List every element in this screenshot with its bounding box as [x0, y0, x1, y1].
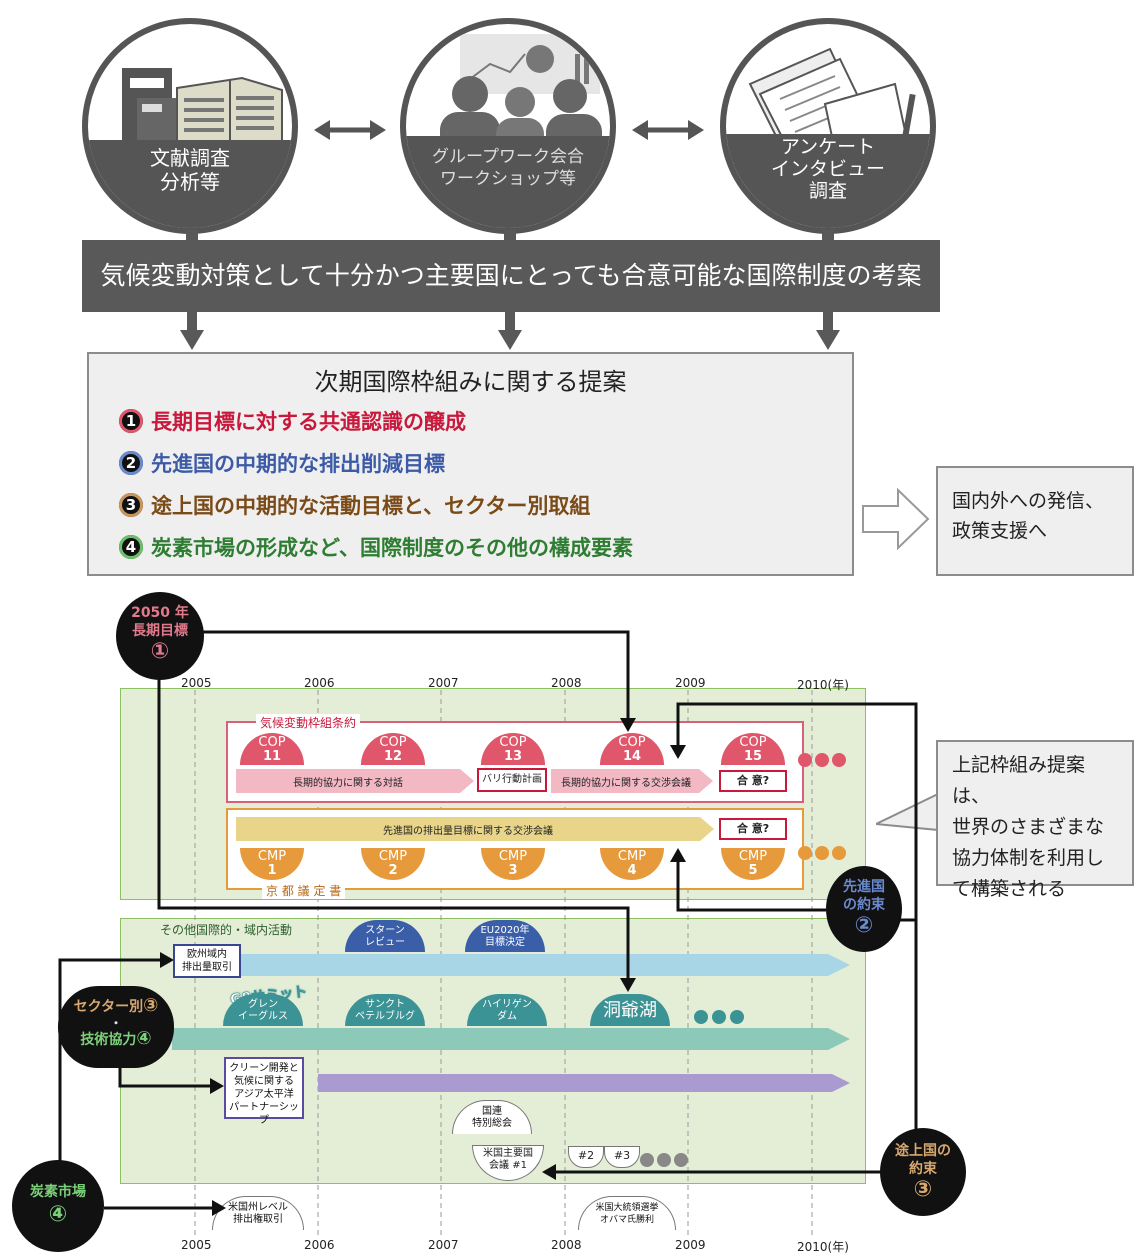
callout-note: 上記枠組み提案は、世界のさまざまな 協力体制を利用して構築される: [936, 740, 1134, 900]
stern-review: スターン レビュー: [345, 920, 425, 952]
banner: 気候変動対策として十分かつ主要国にとっても合意可能な国際制度の考案: [82, 240, 940, 312]
method-literature-label: 文献調査分析等: [88, 140, 292, 228]
cop-more-dot-2: [815, 753, 829, 767]
year-top-2005: 2005: [181, 676, 212, 690]
output-arrow: [862, 488, 930, 550]
proposal-item-2: 2 先進国の中期的な排出削減目標: [119, 448, 445, 478]
method-groupwork-label: グループワーク会合ワークショップ等: [406, 136, 610, 228]
cop-agree: 合 意?: [719, 770, 787, 792]
cmp-more-dot-2: [815, 846, 829, 860]
other-label: その他国際的・域内活動: [160, 923, 293, 937]
year-bottom-2007: 2007: [428, 1238, 459, 1252]
awg-arrow: [551, 769, 713, 793]
down-arrow-2: [498, 312, 522, 350]
double-arrow-left: [314, 120, 386, 140]
year-top-2008: 2008: [551, 676, 582, 690]
connector-2: [504, 230, 516, 242]
mem-more-dot-2: [657, 1153, 671, 1167]
dialogue-arrow: [236, 769, 474, 793]
cmp-agree: 合 意?: [719, 818, 787, 840]
year-bottom-2010: 2010(年): [797, 1240, 849, 1254]
app-arrow: [318, 1074, 850, 1092]
connector-1: [186, 230, 198, 242]
mem-2: #2: [568, 1146, 604, 1168]
proposal-title: 次期国際枠組みに関する提案: [314, 368, 627, 396]
proposal-box: 次期国際枠組みに関する提案 1 長期目標に対する共通認識の醸成 2 先進国の中期…: [87, 352, 854, 576]
year-top-2010: 2010(年): [797, 678, 849, 692]
g8-toyako: 洞爺湖: [590, 994, 670, 1026]
dialogue-label: 長期的協力に関する対話: [293, 778, 403, 789]
developed-commit-node: 先進国 の約束 ②: [826, 866, 902, 952]
sector-coop-node: セクター別③ ・ 技術協力④: [58, 986, 174, 1068]
g8-st-petersburg: サンクト ペテルブルグ: [345, 994, 425, 1026]
g8-gleneagles: グレン イーグルス: [223, 994, 303, 1026]
g8-more-dot-2: [712, 1010, 726, 1024]
carbon-market-node: 炭素市場 ④: [12, 1160, 104, 1252]
long-term-goal-node: 2050 年 長期目標 ①: [116, 592, 204, 680]
kyoto-negotiation-arrow: [236, 817, 714, 841]
eu-2020-target: EU2020年 目標決定: [465, 920, 545, 952]
eu-ets-arrow: [238, 954, 850, 976]
year-bottom-2005: 2005: [181, 1238, 212, 1252]
g8-arrow: [172, 1028, 850, 1050]
proposal-item-4: 4 炭素市場の形成など、国際制度のその他の構成要素: [119, 532, 633, 562]
mem-3: #3: [604, 1146, 640, 1168]
year-bottom-2009: 2009: [675, 1238, 706, 1252]
cop-more-dot-1: [798, 753, 812, 767]
unfccc-label: 気候変動枠組条約: [256, 714, 361, 731]
g8-more-dot-1: [694, 1010, 708, 1024]
cmp-more-dot-3: [832, 846, 846, 860]
developing-commit-node: 途上国の 約束 ③: [880, 1128, 966, 1216]
app-partnership: クリーン開発と 気候に関する アジア太平洋 パートナーシップ: [224, 1057, 304, 1126]
year-top-2007: 2007: [428, 676, 459, 690]
method-survey: アンケートインタビュー調査: [720, 18, 936, 234]
awg-label: 長期的協力に関する交渉会議: [561, 778, 691, 789]
kyoto-negotiation-label: 先進国の排出量目標に関する交渉会議: [383, 826, 553, 837]
year-top-2006: 2006: [304, 676, 335, 690]
mem-more-dot-1: [640, 1153, 654, 1167]
down-arrow-1: [180, 312, 204, 350]
proposal-item-3: 3 途上国の中期的な活動目標と、セクター別取組: [119, 490, 590, 520]
method-survey-label: アンケートインタビュー調査: [726, 134, 930, 228]
year-bottom-2006: 2006: [304, 1238, 335, 1252]
down-arrow-3: [816, 312, 840, 350]
mem-more-dot-3: [674, 1153, 688, 1167]
cop-more-dot-3: [832, 753, 846, 767]
kyoto-label: 京 都 議 定 書: [262, 882, 346, 899]
g8-more-dot-3: [730, 1010, 744, 1024]
eu-ets: 欧州域内 排出量取引: [173, 944, 241, 978]
bali-plan: バリ行動計画: [477, 768, 547, 792]
us-state-trading: 米国州レベル 排出権取引: [212, 1196, 304, 1230]
double-arrow-right: [632, 120, 704, 140]
connector-3: [822, 230, 834, 242]
g8-heiligendamm: ハイリゲン ダム: [467, 994, 547, 1026]
year-top-2009: 2009: [675, 676, 706, 690]
cmp-more-dot-1: [798, 846, 812, 860]
proposal-item-1: 1 長期目標に対する共通認識の醸成: [119, 406, 466, 436]
output-note: 国内外への発信、政策支援へ: [936, 466, 1134, 576]
year-bottom-2008: 2008: [551, 1238, 582, 1252]
method-literature: 文献調査分析等: [82, 18, 298, 234]
